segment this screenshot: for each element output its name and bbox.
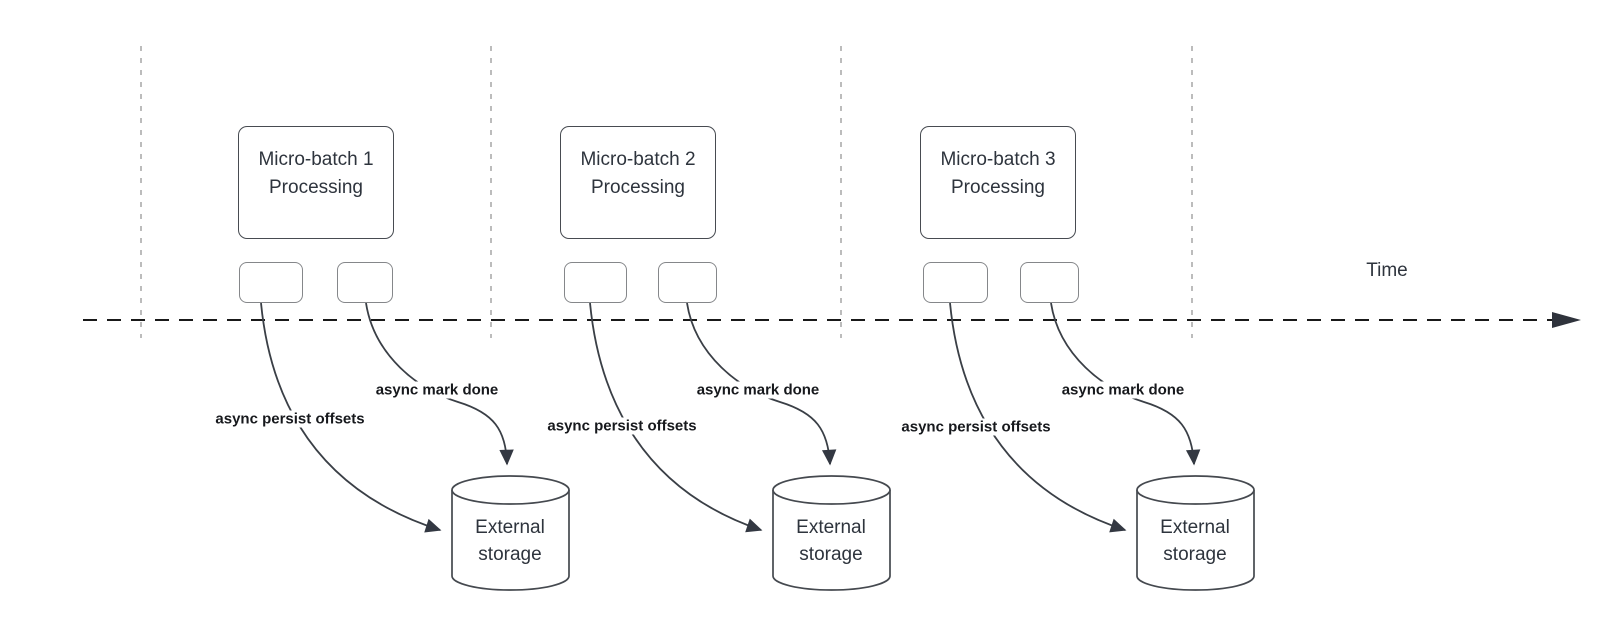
time-axis-arrowhead-icon bbox=[1552, 312, 1581, 328]
microbatch-3-title-line1: Micro-batch 3 bbox=[940, 149, 1056, 170]
offset-box-3b bbox=[1020, 262, 1079, 303]
external-storage-text-3-line2: storage bbox=[1163, 544, 1227, 565]
microbatch-1-processing-box: Micro-batch 1 Processing bbox=[238, 126, 394, 239]
offset-box-1b bbox=[337, 262, 393, 303]
time-axis-label: Time bbox=[1366, 260, 1408, 281]
offset-box-2a bbox=[564, 262, 627, 303]
microbatch-3-title-line2: Processing bbox=[951, 177, 1045, 198]
microbatch-1-title-line2: Processing bbox=[269, 177, 363, 198]
external-storage-text-3: External storage bbox=[1160, 514, 1230, 568]
external-storage-text-2-line2: storage bbox=[799, 544, 863, 565]
persist-offsets-label-2: async persist offsets bbox=[544, 417, 700, 435]
external-storage-text-3-line1: External bbox=[1160, 517, 1230, 538]
mark-done-arrow-2 bbox=[686, 302, 837, 466]
microbatch-2-title-line2: Processing bbox=[591, 177, 685, 198]
offset-box-2b bbox=[658, 262, 717, 303]
external-storage-text-1: External storage bbox=[475, 514, 545, 568]
microbatch-2-title-line1: Micro-batch 2 bbox=[580, 149, 696, 170]
offset-box-3a bbox=[923, 262, 988, 303]
external-storage-cylinder-1 bbox=[451, 475, 570, 591]
mark-done-label-2: async mark done bbox=[693, 381, 823, 399]
persist-offsets-label-1: async persist offsets bbox=[212, 410, 368, 428]
mark-done-label-3: async mark done bbox=[1058, 381, 1188, 399]
microbatch-2-processing-box: Micro-batch 2 Processing bbox=[560, 126, 716, 239]
external-storage-cylinder-3 bbox=[1136, 475, 1255, 591]
mark-done-arrow-3 bbox=[1050, 302, 1201, 466]
external-storage-cylinder-2 bbox=[772, 475, 891, 591]
external-storage-text-2-line1: External bbox=[796, 517, 866, 538]
microbatch-1-title-line1: Micro-batch 1 bbox=[258, 149, 374, 170]
mark-done-label-1: async mark done bbox=[372, 381, 502, 399]
persist-offsets-arrow-2 bbox=[589, 302, 763, 533]
external-storage-text-1-line1: External bbox=[475, 517, 545, 538]
external-storage-text-2: External storage bbox=[796, 514, 866, 568]
microbatch-3-processing-box: Micro-batch 3 Processing bbox=[920, 126, 1076, 239]
offset-box-1a bbox=[239, 262, 303, 303]
external-storage-text-1-line2: storage bbox=[478, 544, 542, 565]
persist-offsets-arrow-3 bbox=[949, 302, 1127, 533]
mark-done-arrow-1 bbox=[365, 302, 514, 466]
persist-offsets-label-3: async persist offsets bbox=[898, 418, 1054, 436]
